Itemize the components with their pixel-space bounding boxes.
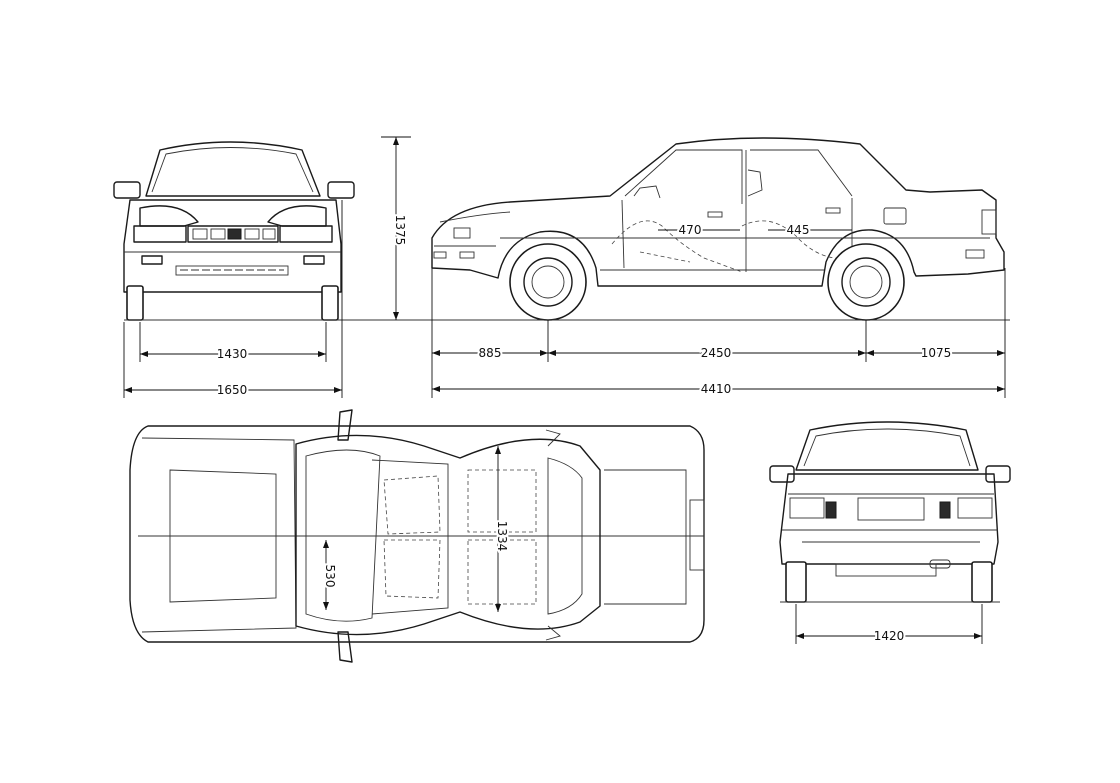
front-view: [113, 141, 424, 321]
length-label: 4410: [701, 382, 732, 396]
seat-width-label: 530: [323, 565, 337, 588]
side-view: [424, 137, 1010, 321]
front-overhang-label: 885: [479, 346, 502, 360]
width-label: 1650: [217, 383, 248, 397]
rear-dimensions: [795, 604, 983, 644]
rear-legroom-label: 445: [787, 223, 810, 237]
wheelbase-label: 2450: [701, 346, 732, 360]
side-dimensions: [431, 250, 1006, 398]
height-label: 1375: [393, 215, 407, 246]
rear-view: [769, 421, 1011, 603]
front-track-label: 1430: [217, 347, 248, 361]
interior-length-label: 1334: [495, 521, 509, 552]
rear-track-label: 1420: [874, 629, 905, 643]
arrowheads: [124, 137, 1005, 639]
rear-overhang-label: 1075: [921, 346, 952, 360]
front-legroom-label: 470: [679, 223, 702, 237]
front-dimensions: [123, 136, 411, 398]
top-view: [129, 409, 705, 663]
